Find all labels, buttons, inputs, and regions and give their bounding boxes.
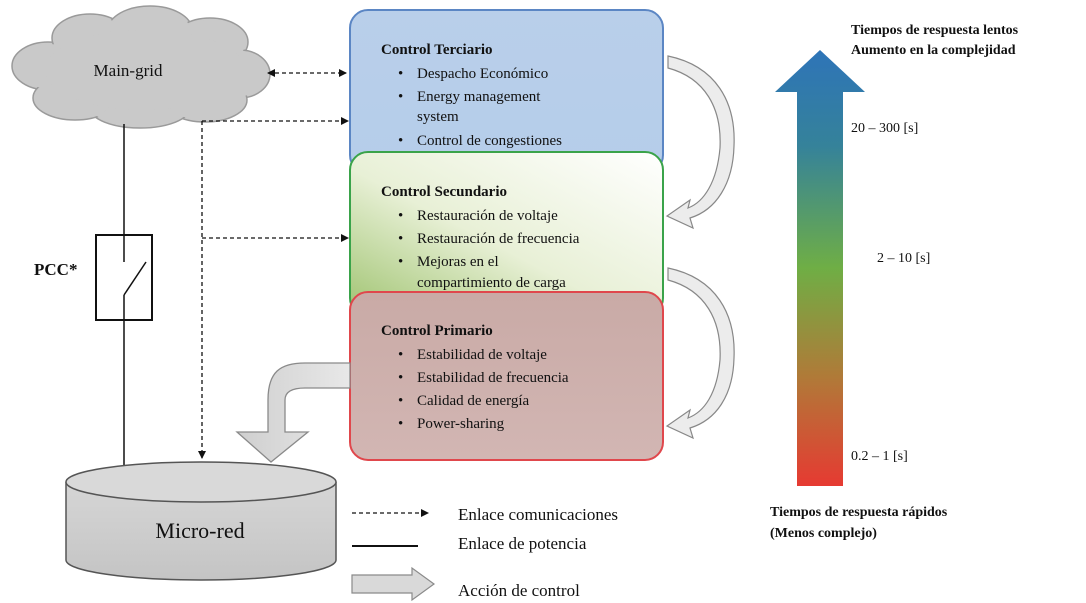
curved-arrow-tertiary-to-secondary (665, 55, 735, 230)
scale-bottom-line2: (Menos complejo) (770, 526, 877, 541)
primary-bullet-1: • (398, 347, 403, 363)
pcc-switch (95, 234, 153, 321)
microgrid-drum: Micro-red (65, 461, 337, 581)
microgrid-label: Micro-red (155, 518, 244, 543)
legend-power-label: Enlace de potencia (458, 534, 587, 553)
tertiary-item-1: Despacho Económico (417, 66, 548, 82)
tertiary-bullet-1: • (398, 66, 403, 82)
secondary-item-3-cont: compartimiento de carga (417, 275, 566, 291)
tertiary-item-3: Control de congestiones (417, 133, 562, 149)
response-time-scale: Tiempos de respuesta lentos Aumento en l… (770, 23, 1019, 541)
primary-bullet-2: • (398, 370, 403, 386)
legend-control-action-label: Acción de control (458, 581, 580, 600)
secondary-item-3: Mejoras en el (417, 254, 499, 270)
legend-communications-label: Enlace comunicaciones (458, 505, 618, 524)
scale-tick-3: 0.2 – 1 [s] (851, 449, 908, 464)
secondary-bullet-1: • (398, 208, 403, 224)
legend-control-action-arrow (351, 566, 436, 602)
tertiary-bullet-2: • (398, 89, 403, 105)
scale-bottom-line1: Tiempos de respuesta rápidos (770, 505, 948, 520)
tertiary-item-2: Energy management (417, 89, 541, 105)
tertiary-item-2-cont: system (417, 109, 459, 125)
secondary-item-2: Restauración de frecuencia (417, 231, 580, 247)
tertiary-title: Control Terciario (381, 42, 493, 58)
main-grid-cloud: Main-grid (11, 5, 271, 129)
main-grid-label: Main-grid (94, 61, 163, 80)
primary-item-1: Estabilidad de voltaje (417, 347, 547, 363)
pcc-label: PCC* (34, 260, 77, 279)
primary-bullet-4: • (398, 416, 403, 432)
communication-links (198, 69, 349, 459)
secondary-bullet-3: • (398, 254, 403, 270)
legend: Enlace comunicaciones Enlace de potencia… (351, 505, 618, 602)
primary-item-4: Power-sharing (417, 416, 505, 432)
control-action-arrow-to-microgrid (235, 362, 351, 463)
secondary-title: Control Secundario (381, 184, 507, 200)
secondary-item-1: Restauración de voltaje (417, 208, 558, 224)
curved-arrow-secondary-to-primary (665, 267, 735, 440)
primary-item-3: Calidad de energía (417, 393, 530, 409)
scale-tick-2: 2 – 10 [s] (877, 251, 930, 266)
primary-item-2: Estabilidad de frecuencia (417, 370, 569, 386)
scale-top-line1: Tiempos de respuesta lentos (851, 23, 1019, 38)
primary-title: Control Primario (381, 323, 493, 339)
scale-top-line2: Aumento en la complejidad (851, 43, 1016, 58)
tertiary-bullet-3: • (398, 133, 403, 149)
primary-bullet-3: • (398, 393, 403, 409)
scale-tick-1: 20 – 300 [s] (851, 121, 918, 136)
secondary-bullet-2: • (398, 231, 403, 247)
scale-gradient-arrow (775, 50, 865, 486)
